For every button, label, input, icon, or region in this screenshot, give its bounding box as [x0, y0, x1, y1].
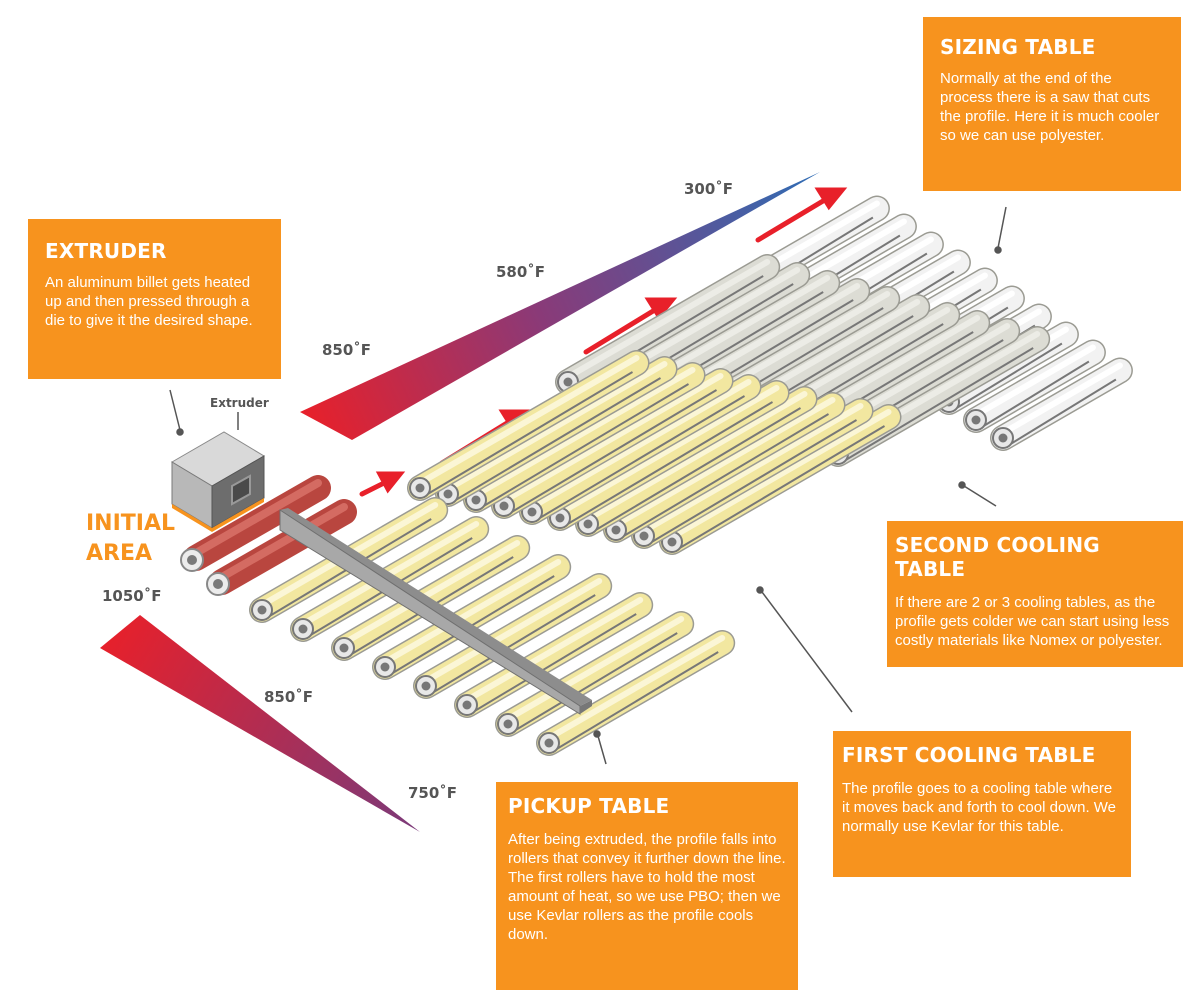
temp-lower-1050: 1050˚F [102, 587, 162, 605]
pickup-roller [454, 592, 654, 718]
flow-arrow-1 [359, 471, 406, 497]
pickup-roller [413, 573, 613, 699]
first-cooling-roller [575, 386, 818, 537]
flow-arrow-4 [755, 187, 848, 243]
aluminum-profile [279, 508, 592, 715]
first-cooling-table-callout: FIRST COOLING TABLE The profile goes to … [833, 731, 1131, 877]
initial-area-label: INITIAL AREA [86, 511, 176, 566]
callout-description: An aluminum billet gets heated up and th… [45, 274, 253, 329]
first-cooling-roller [631, 398, 874, 549]
pickup-table-callout: PICKUP TABLE After being extruded, the p… [496, 782, 798, 990]
second-cooling-table-callout: SECOND COOLING TABLE If there are 2 or 3… [887, 521, 1183, 667]
first-cooling-roller [547, 380, 790, 531]
pickup-roller [536, 630, 736, 756]
first-cooling-roller [603, 392, 846, 543]
callout-title: EXTRUDER [45, 239, 167, 263]
temp-lower-750: 750˚F [408, 784, 458, 802]
flow-arrow-3 [583, 297, 678, 355]
pickup-roller [495, 611, 695, 737]
pickup-roller [331, 535, 531, 661]
first-cooling-table [407, 350, 902, 555]
temp-lower-850: 850˚F [264, 688, 314, 706]
first-cooling-roller [463, 362, 706, 513]
extruder-callout: EXTRUDER An aluminum billet gets heated … [28, 219, 281, 379]
first-cooling-roller [519, 374, 762, 525]
first-cooling-roller [659, 404, 902, 555]
leader-lines [169, 206, 1007, 765]
sizing-table-callout: SIZING TABLE Normally at the end of the … [923, 17, 1181, 191]
first-cooling-roller [407, 350, 650, 501]
callout-description: The profile goes to a cooling table wher… [842, 780, 1117, 835]
extruder-small-label: Extruder [210, 396, 269, 410]
callout-description: Normally at the end of the process there… [940, 70, 1160, 144]
pbo-roller-2 [206, 499, 357, 596]
upper-temperature-wedge [300, 172, 820, 440]
callout-title: SECOND COOLING TABLE [895, 533, 1100, 581]
pickup-table [249, 497, 736, 756]
sizing-roller [990, 357, 1133, 451]
first-cooling-roller [435, 356, 678, 507]
callout-description: If there are 2 or 3 cooling tables, as t… [895, 594, 1170, 649]
temp-upper-300: 300˚F [684, 180, 734, 198]
callout-title: PICKUP TABLE [508, 794, 670, 818]
pbo-rollers [180, 475, 357, 596]
callout-title: SIZING TABLE [940, 35, 1096, 59]
temp-upper-580: 580˚F [496, 263, 546, 281]
extruder-die-icon [231, 474, 251, 506]
temp-upper-850: 850˚F [322, 341, 372, 359]
extruder-machine [171, 431, 265, 532]
callout-description: After being extruded, the profile falls … [508, 831, 786, 943]
lower-temperature-wedge [100, 615, 420, 832]
callout-title: FIRST COOLING TABLE [842, 743, 1096, 767]
sizing-roller [963, 339, 1106, 433]
pbo-roller-1 [180, 475, 331, 572]
